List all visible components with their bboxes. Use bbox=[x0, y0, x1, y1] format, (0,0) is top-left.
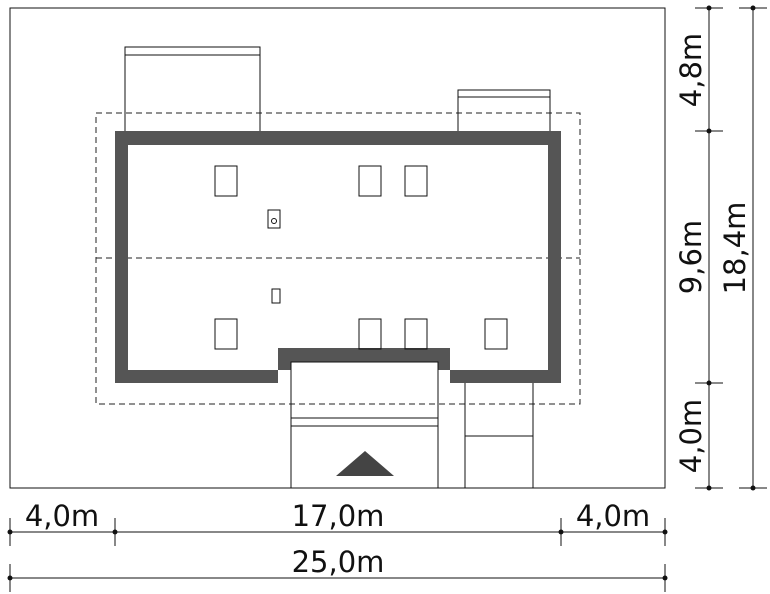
dim-left-setback: 4,0m bbox=[25, 499, 99, 533]
roof-window bbox=[358, 165, 382, 197]
entrance-porch bbox=[290, 361, 439, 488]
plot-boundary bbox=[9, 7, 666, 489]
roof-window bbox=[484, 318, 508, 350]
dim-right-setback: 4,0m bbox=[576, 499, 650, 533]
roof-windows bbox=[214, 165, 508, 350]
dimension-line-total-depth bbox=[739, 5, 767, 491]
dim-house-depth: 9,6m bbox=[674, 220, 708, 294]
entrance-arrow-icon bbox=[336, 451, 394, 476]
dim-total-width: 25,0m bbox=[292, 545, 385, 579]
dim-total-depth: 18,4m bbox=[718, 202, 752, 295]
north-annex-left bbox=[124, 46, 261, 133]
chimney bbox=[267, 209, 281, 229]
dim-top-setback: 4,8m bbox=[674, 33, 708, 107]
dim-bottom-setback: 4,0m bbox=[674, 399, 708, 473]
roof-window bbox=[404, 165, 428, 197]
dimension-line-total-width bbox=[7, 564, 668, 592]
roof-window bbox=[214, 318, 238, 350]
roof-window bbox=[214, 165, 238, 197]
roof-window bbox=[358, 318, 382, 350]
house-walls bbox=[115, 131, 561, 383]
dimension-line-segments bbox=[7, 518, 668, 546]
vent bbox=[271, 288, 281, 304]
north-annex-right bbox=[457, 89, 551, 133]
driveway bbox=[464, 383, 534, 488]
dimension-line-vertical-segments bbox=[695, 5, 723, 491]
roof-window bbox=[404, 318, 428, 350]
dim-house-width: 17,0m bbox=[292, 499, 385, 533]
chimney-flue-icon bbox=[271, 218, 277, 224]
